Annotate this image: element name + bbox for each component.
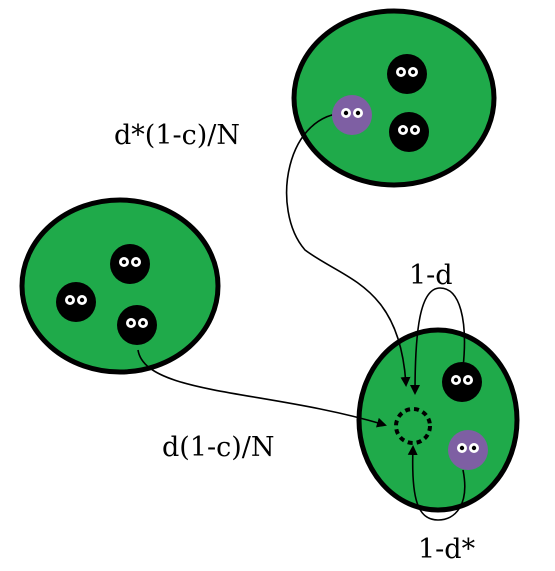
- label-top-migration: d*(1-c)/N: [114, 120, 240, 151]
- empty-site: [394, 407, 432, 445]
- individual-black: [442, 362, 482, 402]
- eye-pupil: [471, 445, 477, 451]
- label-stay-d: 1-d: [409, 260, 453, 291]
- individual-body: [332, 95, 372, 135]
- patch-top: [291, 8, 497, 188]
- individual-purple: [448, 430, 488, 470]
- eye-pupil: [121, 259, 127, 265]
- stay-arrow-top-loop: [410, 287, 466, 395]
- eye-pupil: [128, 320, 134, 326]
- eye-pupil: [453, 377, 459, 383]
- eye-pupil: [410, 69, 416, 75]
- individual-black: [56, 282, 96, 322]
- migration-arrow-top: [285, 112, 411, 387]
- eye-pupil: [133, 259, 139, 265]
- individual-black: [387, 54, 427, 94]
- individual-body: [110, 244, 150, 284]
- individual-body: [117, 305, 157, 345]
- eye-pupil: [140, 320, 146, 326]
- individual-black: [117, 305, 157, 345]
- eye-pupil: [343, 110, 349, 116]
- label-stay-d-star: 1-d*: [418, 534, 476, 565]
- eye-pupil: [398, 69, 404, 75]
- stay-arrow-bottom-loop: [407, 445, 466, 521]
- eye-pupil: [465, 377, 471, 383]
- individual-body: [389, 112, 429, 152]
- individual-body: [56, 282, 96, 322]
- individual-black: [110, 244, 150, 284]
- eye-pupil: [355, 110, 361, 116]
- individual-body: [448, 430, 488, 470]
- individual-black: [389, 112, 429, 152]
- patch-left: [19, 197, 221, 375]
- eye-pupil: [400, 127, 406, 133]
- eye-pupil: [412, 127, 418, 133]
- individual-body: [442, 362, 482, 402]
- individual-body: [387, 54, 427, 94]
- individual-purple: [332, 95, 372, 135]
- patch-bottom-right: [356, 327, 520, 513]
- label-left-migration: d(1-c)/N: [162, 432, 275, 463]
- migration-arrow-left: [137, 349, 387, 428]
- eye-pupil: [459, 445, 465, 451]
- eye-pupil: [67, 297, 73, 303]
- eye-pupil: [79, 297, 85, 303]
